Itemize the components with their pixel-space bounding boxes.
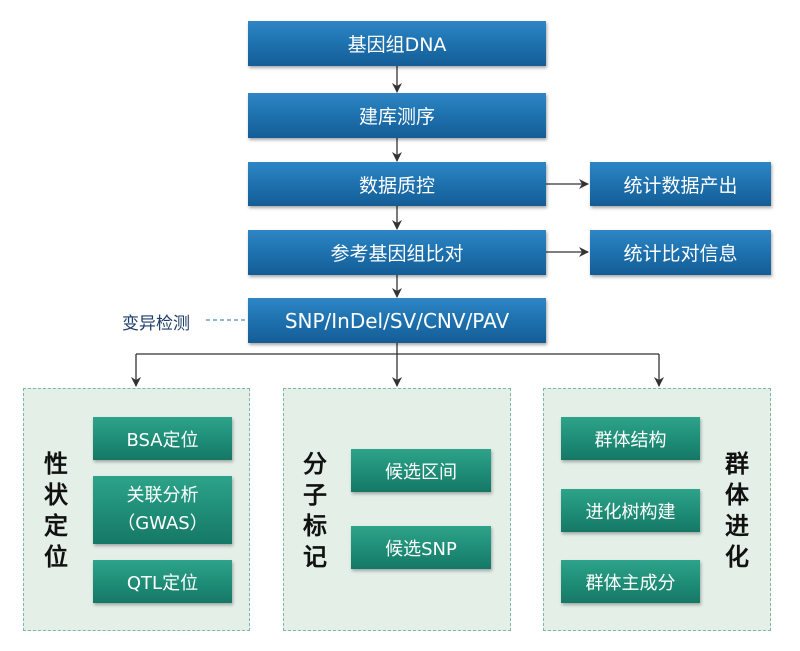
title-char: 性 [44, 450, 68, 478]
step-data-qc: 数据质控 [248, 162, 546, 206]
title-char: 群 [725, 450, 749, 478]
output-data-statistics: 统计数据产出 [590, 162, 771, 206]
title-char: 标 [303, 512, 327, 540]
title-char: 状 [44, 481, 68, 509]
item-bsa-mapping: BSA定位 [93, 417, 232, 460]
step-genomic-dna: 基因组DNA [248, 21, 546, 66]
step-library-sequencing: 建库测序 [248, 93, 546, 138]
item-qtl-mapping: QTL定位 [93, 560, 232, 603]
panel-molecular-markers [283, 388, 511, 631]
item-phylogenetic-tree: 进化树构建 [561, 489, 700, 532]
item-candidate-snp: 候选SNP [351, 526, 491, 569]
panel-title-population-evolution: 群 体 进 化 [722, 449, 752, 573]
panel-title-trait-mapping: 性 状 定 位 [41, 449, 71, 573]
item-population-structure: 群体结构 [561, 417, 700, 460]
title-char: 定 [44, 512, 68, 540]
output-alignment-statistics: 统计比对信息 [590, 230, 771, 275]
title-char: 分 [303, 450, 327, 478]
title-char: 位 [44, 543, 68, 571]
variant-detection-label: 变异检测 [122, 314, 190, 334]
item-gwas: 关联分析 （GWAS） [93, 476, 232, 544]
title-char: 进 [725, 512, 749, 540]
title-char: 记 [303, 543, 327, 571]
title-char: 化 [725, 543, 749, 571]
item-pca: 群体主成分 [561, 560, 700, 603]
step-variant-calling: SNP/InDel/SV/CNV/PAV [248, 298, 546, 343]
item-candidate-region: 候选区间 [351, 449, 491, 492]
title-char: 子 [303, 481, 327, 509]
panel-title-molecular-markers: 分 子 标 记 [300, 449, 330, 573]
step-reference-alignment: 参考基因组比对 [248, 230, 546, 275]
title-char: 体 [725, 481, 749, 509]
